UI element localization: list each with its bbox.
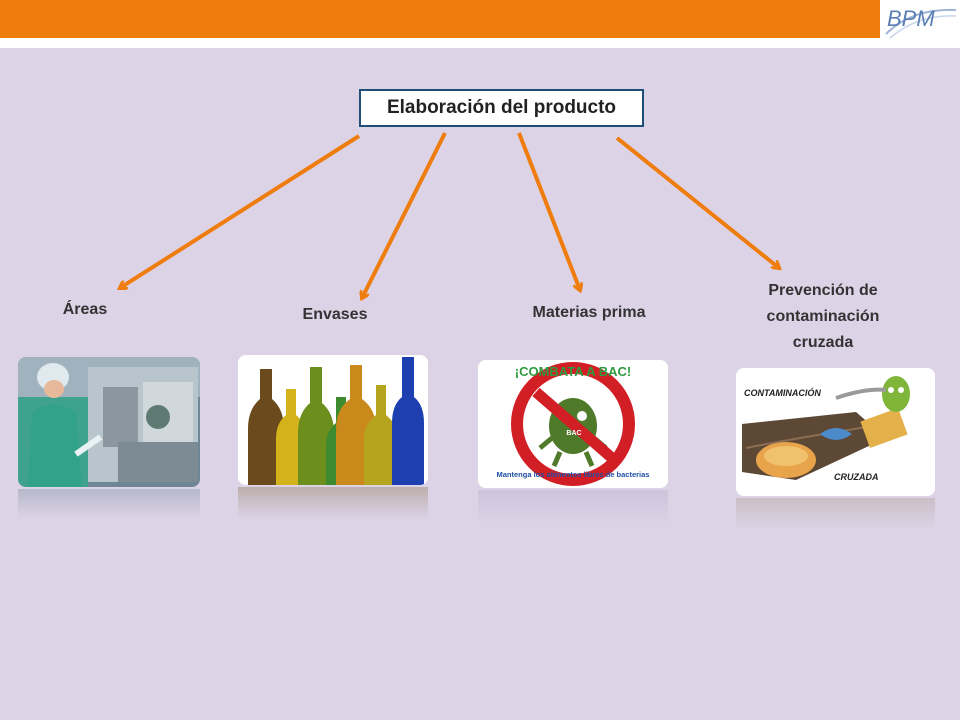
arrow-to-areas — [120, 134, 361, 288]
node-label-areas: Áreas — [62, 301, 108, 318]
sign-badge: BAC — [566, 430, 582, 437]
bottles-reflection — [238, 487, 428, 519]
node-label-prevencion: Prevención de contaminación cruzada — [766, 282, 880, 351]
arrow-to-envases — [362, 132, 447, 298]
cross-contamination-illustration: CONTAMINACIÓN CRUZADA — [736, 368, 935, 496]
arrow-to-materias — [517, 132, 580, 290]
logo-text: BPM — [887, 6, 935, 31]
node-label-materias: Materias prima — [532, 304, 646, 321]
laboratory-worker-photo — [18, 357, 200, 487]
combata-a-bac-sign: ¡COMBATA A BAC! BAC Mantenga los aliment… — [478, 360, 668, 488]
logo-swoosh-icon — [885, 8, 957, 39]
node-label-envases: Envases — [302, 306, 368, 323]
sign-top-text: ¡COMBATA A BAC! — [514, 364, 632, 379]
header-strip — [0, 38, 960, 48]
sign-reflection — [478, 490, 668, 524]
arrow-to-prevencion — [615, 136, 779, 268]
illustration-reflection — [736, 498, 935, 530]
sign-bottom-text: Mantenga los alimentos libres de bacteri… — [496, 470, 650, 479]
caption-bottom: CRUZADA — [834, 472, 879, 482]
logo — [880, 0, 960, 48]
bottles-photo — [238, 355, 428, 485]
header-bar — [0, 0, 880, 38]
root-node: Elaboración del producto — [359, 89, 644, 127]
laboratory-reflection — [18, 489, 200, 519]
caption-top: CONTAMINACIÓN — [744, 388, 821, 398]
